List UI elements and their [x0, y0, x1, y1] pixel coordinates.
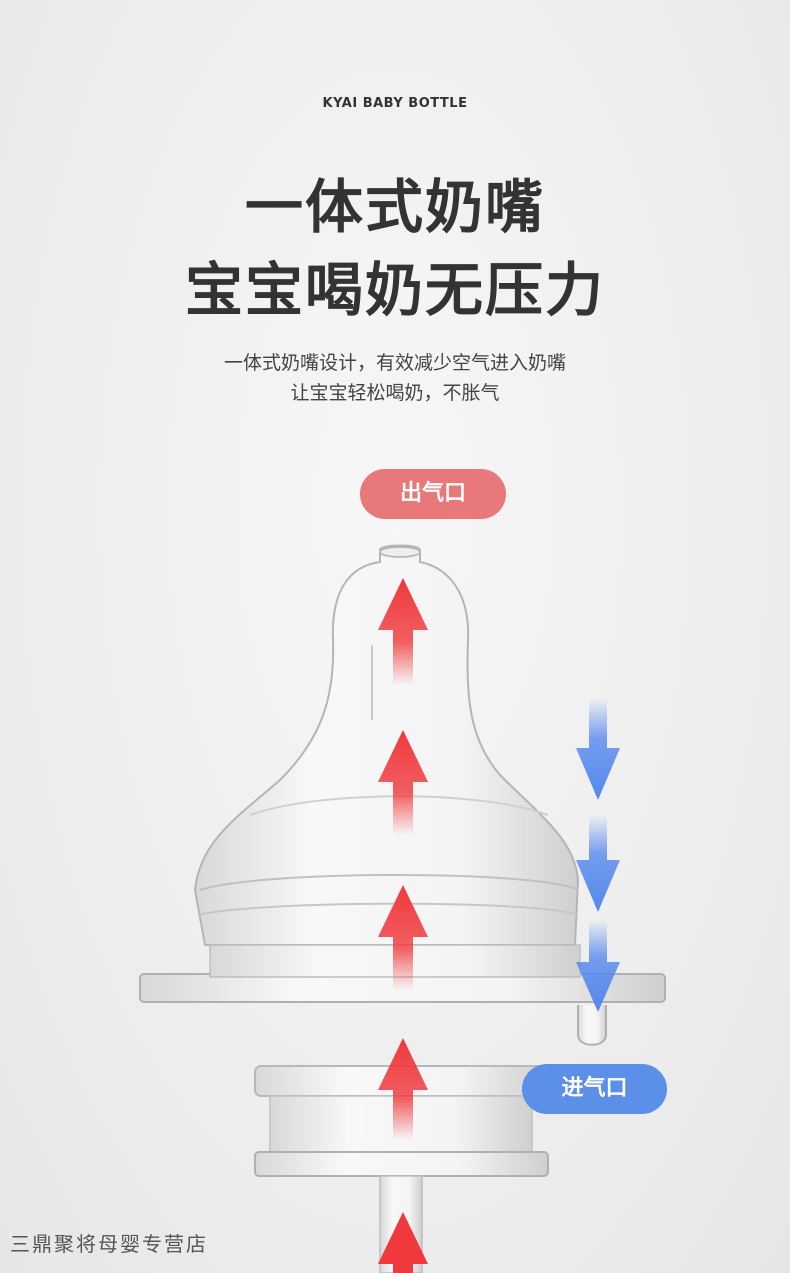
headline-line-1: 一体式奶嘴: [244, 173, 545, 241]
nipple-body: [193, 544, 580, 946]
blue-arrow-down-icon: [576, 815, 620, 912]
blue-arrow-down-icon: [576, 920, 620, 1012]
air-outflow-arrows: [378, 578, 428, 1273]
red-arrow-up-icon: [378, 885, 428, 990]
headline-line-2: 宝宝喝奶无压力: [184, 256, 605, 324]
brand-name: KYAI BABY BOTTLE: [322, 96, 468, 111]
subtitle-line-2: 让宝宝轻松喝奶，不胀气: [290, 382, 500, 404]
red-arrow-up-icon: [378, 1038, 428, 1140]
red-arrow-up-icon: [378, 730, 428, 835]
air-inflow-arrows: [576, 698, 620, 1012]
store-watermark: 三鼎聚将母婴专营店: [10, 1232, 208, 1256]
red-arrow-up-icon: [378, 578, 428, 685]
subtitle-line-1: 一体式奶嘴设计，有效减少空气进入奶嘴: [223, 352, 566, 374]
bottle-collar: [254, 1065, 549, 1273]
air-outlet-label: 出气口: [360, 469, 506, 519]
red-arrow-up-icon: [378, 1212, 428, 1273]
blue-arrow-down-icon: [576, 698, 620, 800]
air-inlet-label: 进气口: [522, 1064, 667, 1114]
